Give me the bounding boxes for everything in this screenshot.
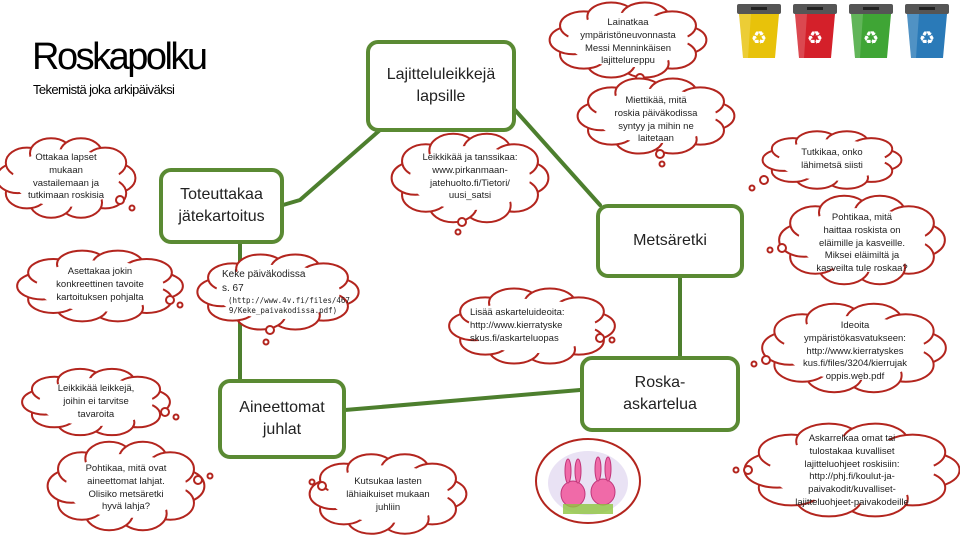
box-lajitteluleikkeja-lapsille: Lajitteluleikkejä lapsille xyxy=(366,40,516,132)
box-roska-askartelua: Roska- askartelua xyxy=(580,356,740,432)
box-aineettomat-juhlat: Aineettomat juhlat xyxy=(218,379,346,459)
cloud-shape-asettakaa xyxy=(16,249,184,323)
cloud-shape-lisaa xyxy=(448,287,616,365)
page-subtitle: Tekemistä joka arkipäiväksi xyxy=(33,82,175,97)
box-metsaretki-label: Metsäretki xyxy=(633,232,707,250)
cloud-shape-ideoita xyxy=(750,302,947,394)
box-jatekartoitus-label: Toteuttakaa jätekartoitus xyxy=(178,186,265,225)
cloud-pohtikaa-haittaa: Pohtikaa, mitä haittaa roskista on eläim… xyxy=(816,212,908,275)
cloud-shape-pohtikaa-lahjat xyxy=(46,440,214,532)
cloud-shape-kutsukaa xyxy=(308,453,468,535)
recycling-bin-icon: ♻ xyxy=(737,4,781,58)
svg-text:♻: ♻ xyxy=(863,28,879,48)
cloud-shape-keke xyxy=(196,253,360,346)
craft-photo-cloud xyxy=(535,438,641,524)
connector-juhlat-askartelua xyxy=(343,388,582,412)
recycling-bin-icon: ♻ xyxy=(793,4,837,58)
cloud-tanssikaa: Leikkikää ja tanssikaa: www.pirkanmaan- … xyxy=(422,152,518,202)
cloud-lisaa: Lisää askarteluideoita: http://www.kierr… xyxy=(470,307,565,344)
cloud-kutsukaa: Kutsukaa lasten lähiaikuiset mukaan juhl… xyxy=(346,476,430,513)
box-metsaretki: Metsäretki xyxy=(596,204,744,278)
cloud-tutkikaa: Tutkikaa, onko lähimetsä siisti xyxy=(801,147,863,171)
connector-lapsille-jatekartoitus xyxy=(281,128,382,207)
box-jatekartoitus: Toteuttakaa jätekartoitus xyxy=(159,168,284,244)
cloud-ottakaa: Ottakaa lapset mukaan vastailemaan ja tu… xyxy=(27,152,105,202)
svg-text:♻: ♻ xyxy=(751,28,767,48)
svg-text:♻: ♻ xyxy=(807,28,823,48)
cloud-ideoita: Ideoita ympäristökasvatukseen: http://ww… xyxy=(802,320,908,383)
box-lapsille-label: Lajitteluleikkejä lapsille xyxy=(386,66,496,105)
cloud-pohtikaa-lahjat: Pohtikaa, mitä ovat aineettomat lahjat. … xyxy=(85,463,167,513)
cloud-shape-miettikaa xyxy=(576,77,736,168)
connector-lapsille-metsaretki xyxy=(513,108,602,207)
cloud-asettakaa: Asettakaa jokin konkreettinen tavoite ka… xyxy=(56,266,144,303)
cloud-keke-url: (http://www.4v.fi/files/467 9/Keke_paiva… xyxy=(228,296,350,316)
cloud-keke-title: Keke päiväkodissa s. 67 xyxy=(222,269,306,294)
cloud-miettikaa: Miettikää, mitä roskia päiväkodissa synt… xyxy=(614,95,698,145)
cloud-shape-ottakaa xyxy=(0,137,137,219)
box-askartelua-label: Roska- askartelua xyxy=(623,374,697,413)
cloud-shape-askarrelkaa xyxy=(732,422,960,518)
cloud-shape-lainatkaa xyxy=(548,1,708,92)
svg-text:♻: ♻ xyxy=(919,28,935,48)
page-title: Roskapolku xyxy=(32,36,208,78)
cloud-shape-pohtikaa-haittaa xyxy=(766,194,946,286)
cloud-shape-tutkikaa xyxy=(748,130,903,192)
cloud-askarrelkaa: Askarrelkaa omat tai tulostakaa kuvallis… xyxy=(795,433,909,509)
cloud-shape-tanssikaa xyxy=(390,132,550,236)
box-juhlat-label: Aineettomat juhlat xyxy=(239,399,325,438)
cloud-leikkikaa-leikkeja: Leikkikää leikkejä, joihin ei tarvitse t… xyxy=(57,383,135,420)
cloud-shape-leikkikaa-leikkeja xyxy=(21,367,180,437)
cloud-lainatkaa: Lainatkaa ympäristöneuvonnasta Messi Men… xyxy=(580,17,676,67)
recycling-bins: ♻ ♻ ♻ ♻ xyxy=(733,0,958,60)
recycling-bin-icon: ♻ xyxy=(849,4,893,58)
recycling-bin-icon: ♻ xyxy=(905,4,949,58)
